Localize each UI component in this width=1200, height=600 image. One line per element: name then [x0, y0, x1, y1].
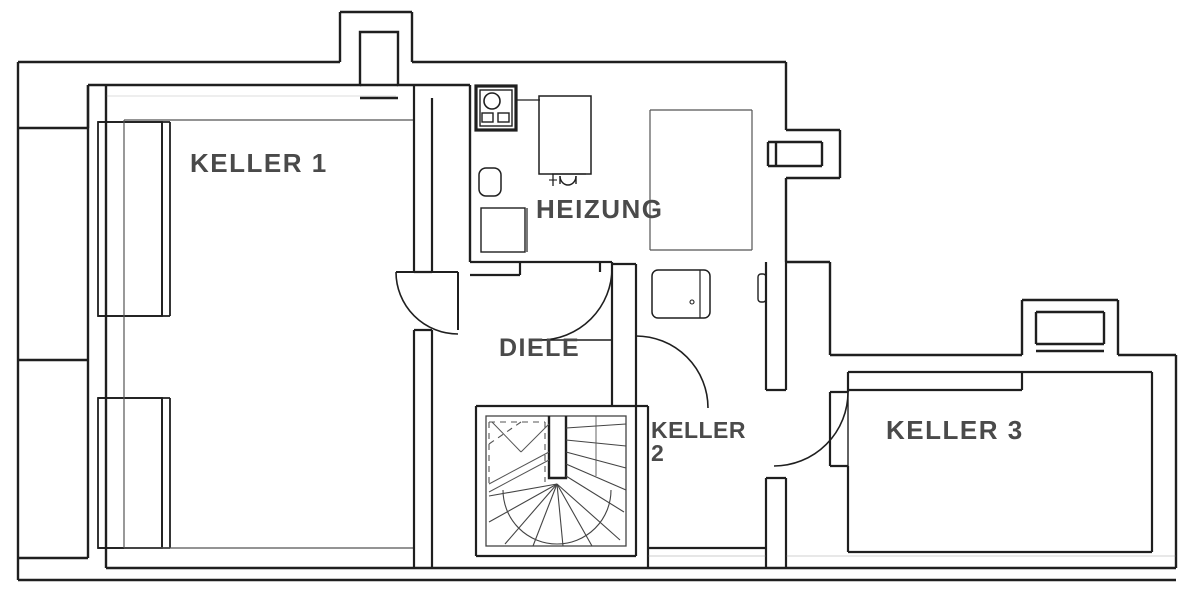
door-swing-keller1 [395, 271, 459, 335]
square-appliance [480, 207, 528, 253]
small-sink-basin [478, 167, 502, 197]
room-keller1-outline [123, 119, 415, 549]
room-label-keller1: KELLER 1 [190, 148, 328, 178]
door-swings [395, 267, 849, 467]
room-label-diele: DIELE [499, 334, 581, 362]
stove-cooktop-symbol [474, 84, 540, 132]
interior-walls [412, 85, 1154, 568]
exterior-walls [16, 10, 1178, 582]
door-swing-keller2 [635, 335, 709, 409]
boiler-faucet [549, 174, 577, 186]
winder-staircase [485, 415, 627, 547]
room-label-keller2: KELLER 2 [651, 417, 746, 467]
scan-hairlines [106, 95, 1176, 557]
heizung-inner-outline [649, 109, 753, 251]
room-label-keller3: KELLER 3 [886, 415, 1024, 445]
utility-sink [651, 269, 711, 319]
boiler-tank [538, 95, 592, 175]
light-wells-left [97, 121, 171, 549]
fixtures [474, 84, 767, 319]
door-swing-heizung [539, 267, 613, 341]
room-label-heizung: HEIZUNG [536, 194, 664, 224]
wall-radiator [757, 273, 767, 303]
door-swing-keller3 [773, 391, 849, 467]
